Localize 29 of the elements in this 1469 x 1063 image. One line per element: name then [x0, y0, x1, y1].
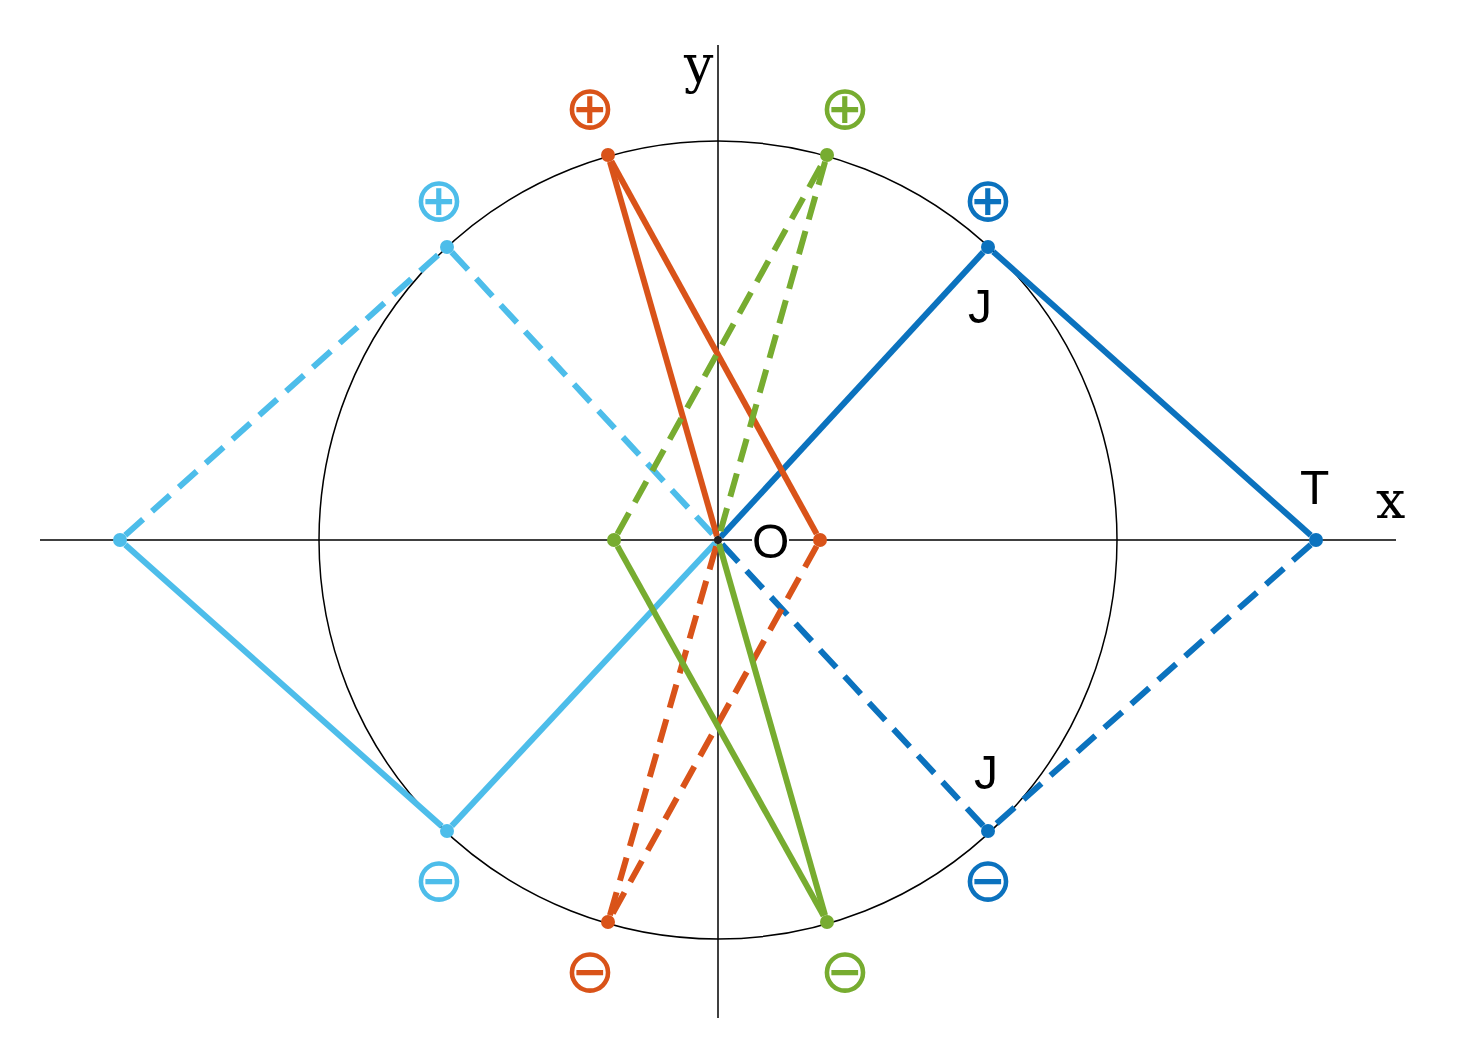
- point-dot: [440, 824, 454, 838]
- point-dot: [714, 536, 722, 544]
- charge-sign: ⊖: [819, 940, 871, 1002]
- charge-sign: ⊕: [962, 169, 1014, 231]
- charge-sign: ⊕: [564, 77, 616, 139]
- point-dot: [813, 533, 827, 547]
- connecting-line: [123, 542, 444, 829]
- connecting-line: [449, 540, 718, 828]
- charge-sign: ⊕: [413, 169, 465, 231]
- connecting-line: [607, 160, 720, 537]
- connecting-line: [607, 543, 720, 917]
- charge-sign: ⊖: [962, 849, 1014, 911]
- point-dot: [607, 533, 621, 547]
- point-dot: [601, 915, 615, 929]
- connecting-line: [991, 249, 1313, 538]
- charge-sign: ⊕: [819, 77, 871, 139]
- point-dot: [820, 148, 834, 162]
- point-dot: [820, 915, 834, 929]
- axis-label: x: [1376, 474, 1406, 526]
- connecting-line: [718, 250, 986, 540]
- point-dot: [1309, 533, 1323, 547]
- connecting-line: [716, 543, 828, 917]
- point-dot: [981, 824, 995, 838]
- point-dot: [981, 240, 995, 254]
- charge-sign: ⊖: [413, 849, 465, 911]
- point-dot: [440, 240, 454, 254]
- point-dot: [113, 533, 127, 547]
- charge-sign: ⊖: [564, 940, 616, 1002]
- point-dot: [601, 148, 615, 162]
